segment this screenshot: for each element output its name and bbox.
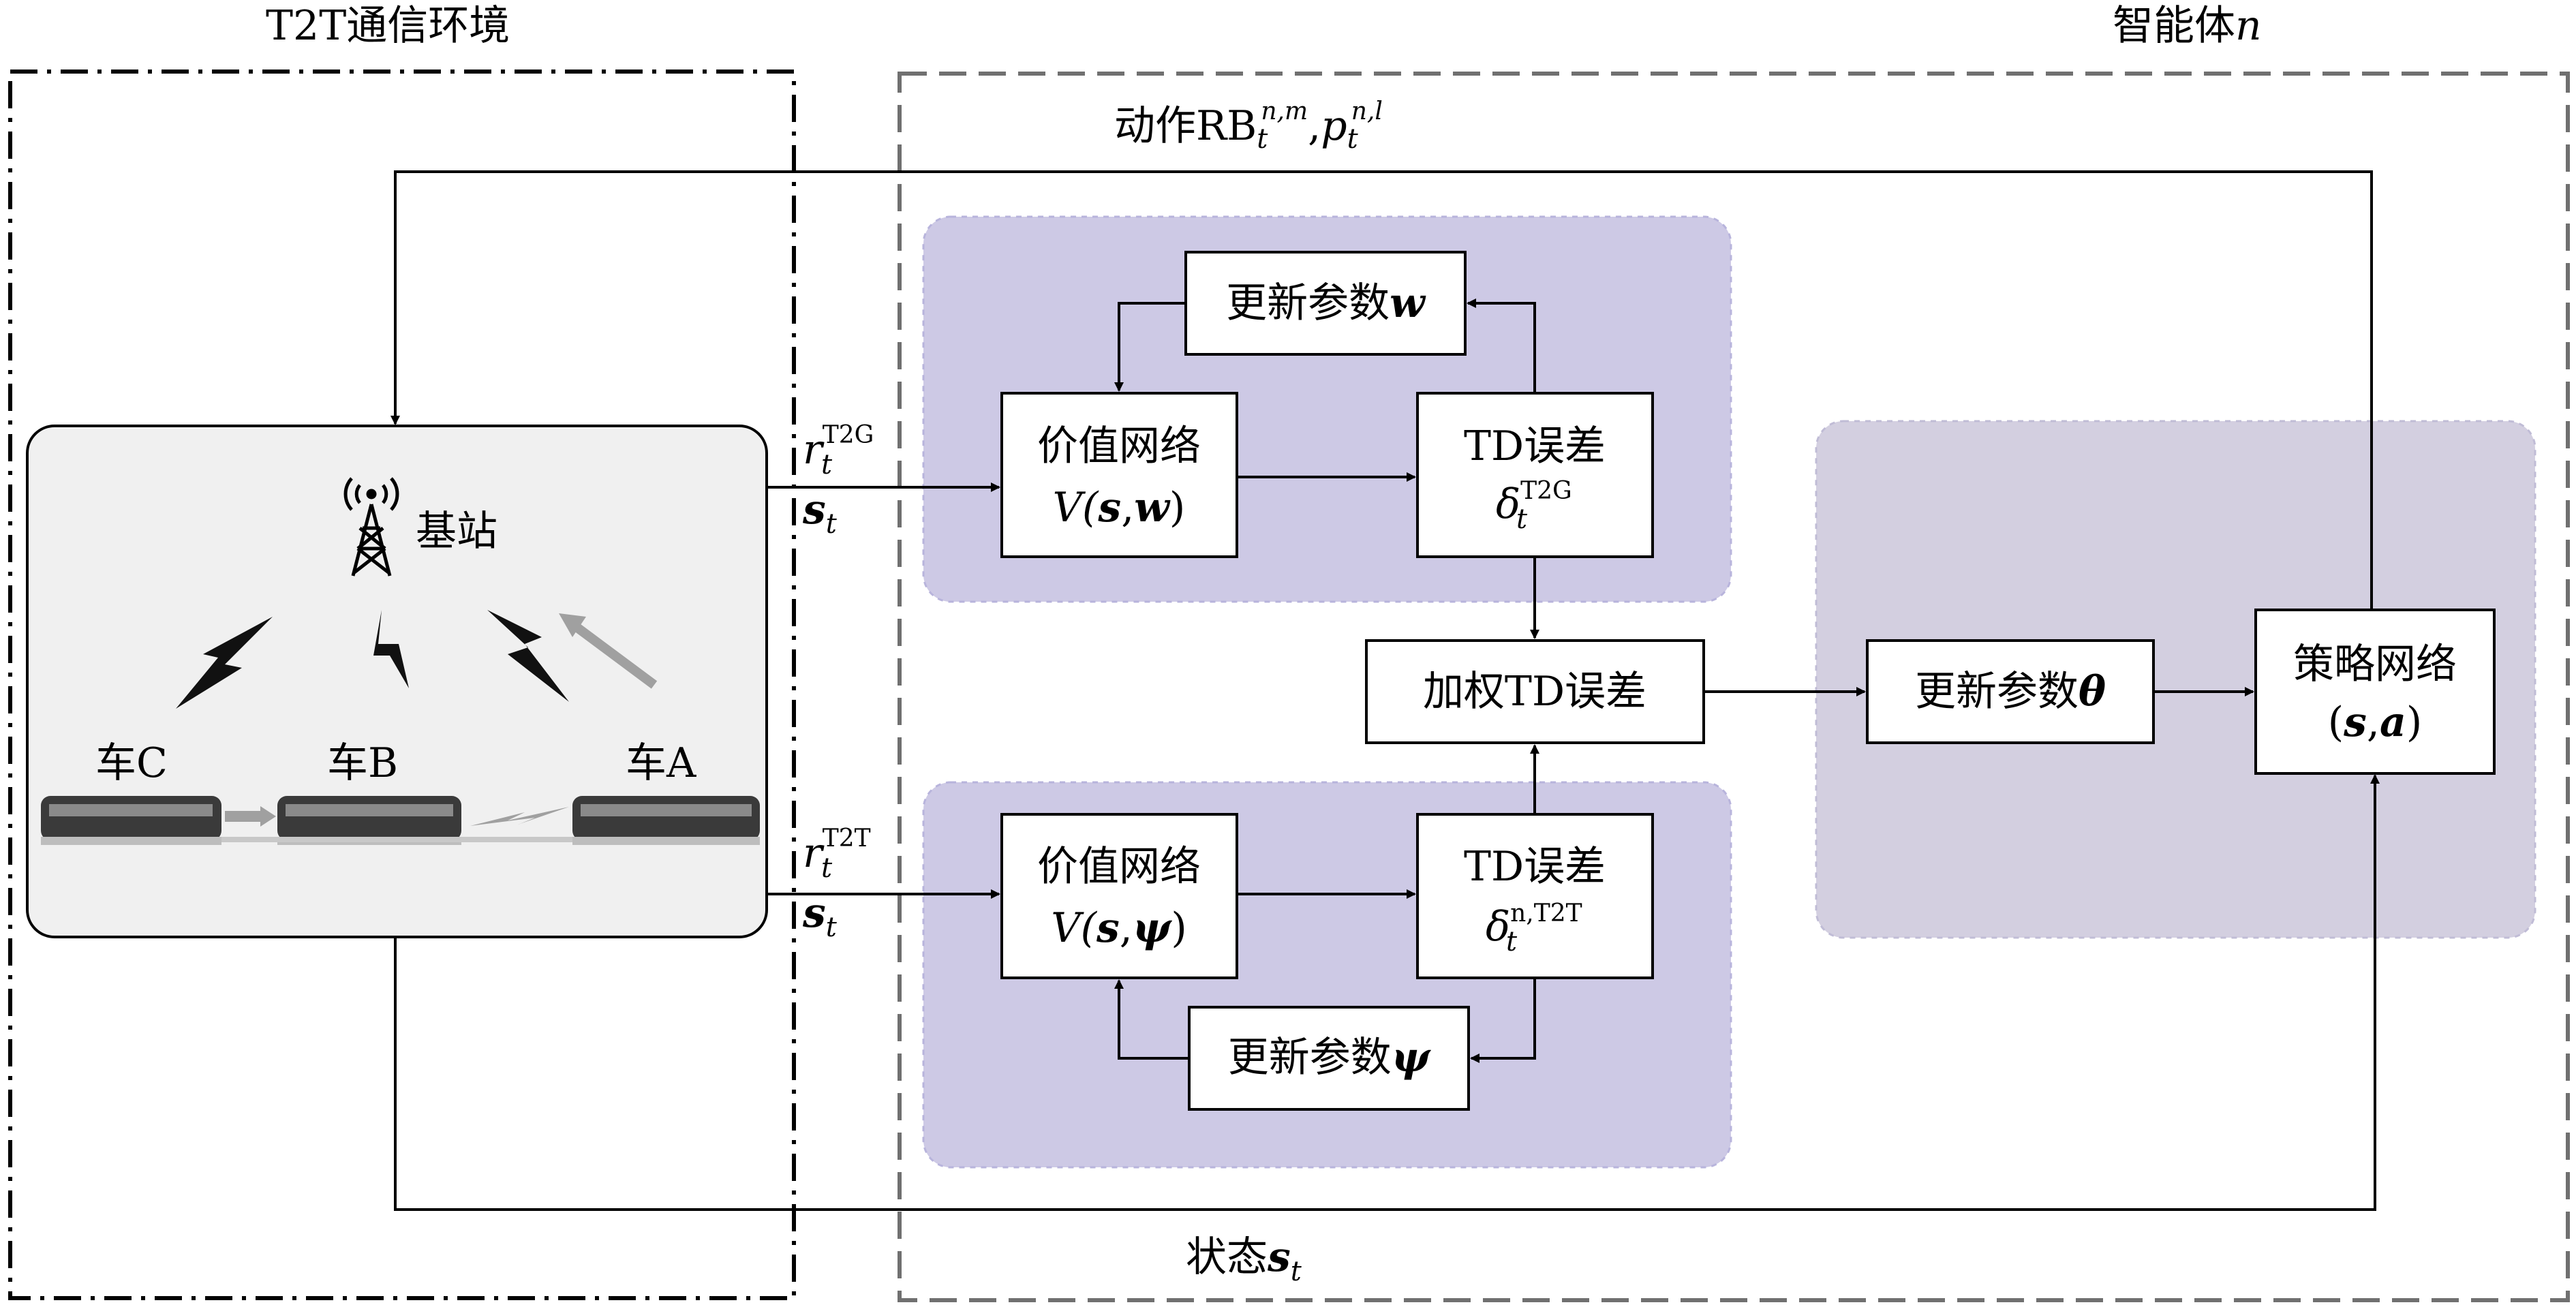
update-theta-text: 更新参数θ — [1915, 668, 2106, 716]
uplink-arrowhead-icon — [559, 613, 586, 637]
value-net-bottom-line1: 价值网络 — [1037, 843, 1201, 891]
td-bottom-line2: δn,T2T — [1486, 899, 1582, 951]
td-top-sub: t — [1516, 504, 1528, 535]
state-feedback-line — [394, 774, 2380, 1211]
update-w-text: 更新参数w — [1226, 279, 1426, 327]
c-to-b-arrowhead-icon — [260, 806, 276, 827]
agent-title: 智能体n — [2113, 2, 2262, 50]
action-label: 动作RBtn,m,ptn,l — [1114, 97, 1383, 155]
update-psi-to-value-arrow — [1114, 979, 1189, 1060]
train-c-icon — [41, 796, 221, 845]
train-b-label: 车B — [327, 739, 398, 787]
update-psi-text: 更新参数ψ — [1228, 1034, 1432, 1081]
reward-t2t-sub: t — [821, 852, 833, 884]
environment-frame — [8, 70, 796, 1300]
td-top-line1: TD误差 — [1464, 422, 1606, 470]
update-w-to-value-arrow — [1114, 302, 1186, 392]
state-t2g-label: st — [802, 486, 838, 540]
update-theta-box — [1866, 639, 2155, 744]
td-to-update-psi-arrow — [1470, 978, 1536, 1063]
td-top-line2: δT2G — [1496, 477, 1572, 528]
train-c-label: 车C — [95, 739, 168, 787]
action-feedback-line — [390, 170, 2373, 610]
value-net-top-box — [1000, 392, 1238, 558]
train-a-label: 车A — [626, 739, 696, 787]
uplink-arrow-icon — [566, 617, 658, 689]
value-net-top-line1: 价值网络 — [1037, 422, 1201, 470]
td-top-box — [1416, 392, 1654, 558]
policy-net-line2: (s,a) — [2328, 698, 2423, 746]
base-station-label: 基站 — [416, 508, 497, 555]
reward-t2g-label: rT2G — [803, 421, 874, 474]
policy-net-box — [2254, 609, 2496, 775]
base-station-tower-icon — [343, 477, 399, 576]
train-a-icon — [572, 796, 760, 845]
reward-t2g-sub: t — [821, 449, 833, 480]
td-to-update-w-arrow — [1467, 298, 1536, 393]
weighted-td-text: 加权TD误差 — [1423, 668, 1646, 716]
agent-frame — [898, 72, 2570, 1302]
td-bottom-sub: t — [1506, 926, 1518, 957]
lightning-b-icon — [373, 610, 409, 688]
update-psi-box — [1188, 1006, 1470, 1111]
state-bottom-label: 状态st — [1186, 1233, 1302, 1287]
reward-t2t-label: rT2T — [803, 825, 871, 877]
td-bottom-box — [1416, 813, 1654, 979]
state-t2t-label: st — [802, 889, 838, 943]
value-net-top-line2: V(s,w) — [1053, 484, 1186, 532]
value-net-bottom-box — [1000, 813, 1238, 979]
policy-net-line1: 策略网络 — [2293, 641, 2457, 688]
update-w-box — [1184, 251, 1467, 356]
policy-panel — [1815, 420, 2536, 939]
lightning-a-icon — [487, 610, 569, 702]
value-net-bottom-line2: V(s,ψ) — [1051, 904, 1187, 952]
lightning-c-icon — [176, 617, 273, 709]
b-a-link-icon — [470, 807, 569, 826]
environment-title: T2T通信环境 — [266, 2, 510, 50]
td-bottom-line1: TD误差 — [1464, 843, 1606, 891]
